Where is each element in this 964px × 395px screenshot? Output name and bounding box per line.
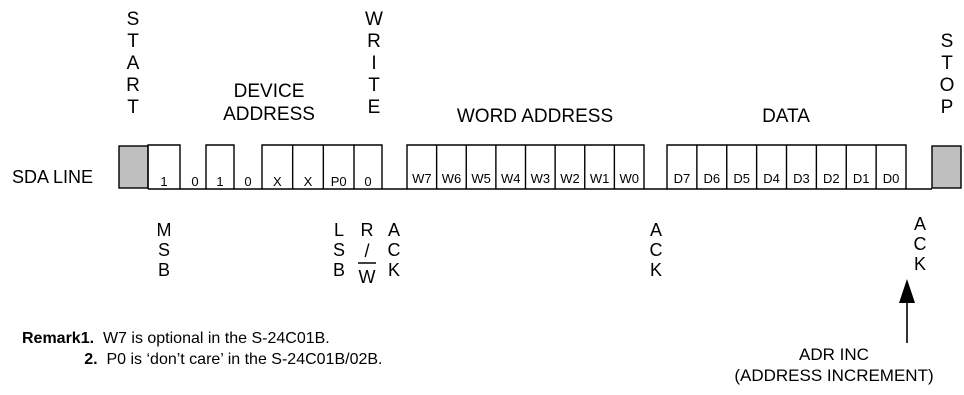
ack2-letter-0: A (650, 220, 662, 240)
data-bit-7: D0 (883, 171, 900, 186)
stop-condition-block (931, 145, 962, 189)
adr-inc-caption: ADR INC (ADDRESS INCREMENT) (706, 344, 962, 386)
device-bit-1: 0 (191, 174, 198, 189)
rw-label-w: W (359, 267, 376, 287)
write-letter-2: I (371, 53, 376, 74)
start-letter-4: T (127, 97, 139, 118)
ack3-letter-2: K (914, 254, 926, 274)
remark-1-label: Remark1. (22, 330, 95, 347)
data-bit-1: D6 (704, 171, 721, 186)
word-bit-7: W0 (619, 171, 639, 186)
device-bit-4: X (273, 174, 282, 189)
stop-letter-3: P (941, 97, 954, 118)
device-bit-6: P0 (331, 174, 347, 189)
start-letter-0: S (127, 9, 140, 30)
adr-inc-line1: ADR INC (799, 345, 869, 364)
word-bit-4: W3 (531, 171, 551, 186)
write-letter-3: T (368, 75, 380, 96)
diagram-labels: SDA LINE 1 0 1 0 X X P0 0 W7 W6 W5 W4 W3 W2 W1 W0 D7 D6 D5 D… (12, 9, 954, 287)
write-letter-4: E (368, 97, 381, 118)
remark-2-label: 2. (84, 351, 98, 368)
data-bit-6: D1 (853, 171, 870, 186)
word-bit-0: W7 (412, 171, 432, 186)
write-letter-0: W (365, 9, 383, 30)
device-bit-3: 0 (244, 174, 251, 189)
ack2-letter-2: K (650, 260, 662, 280)
sda-line-label: SDA LINE (12, 167, 93, 187)
lsb-letter-2: B (333, 260, 345, 280)
remark-1-text: W7 is optional in the S-24C01B. (102, 330, 330, 347)
device-address-title-line1: DEVICE (234, 81, 305, 102)
msb-letter-0: M (157, 220, 172, 240)
word-bit-1: W6 (442, 171, 462, 186)
ack1-letter-1: C (388, 240, 401, 260)
remarks: Remark1. W7 is optional in the S-24C01B.… (22, 328, 382, 370)
device-bit-5: X (304, 174, 313, 189)
start-letter-3: R (126, 75, 140, 96)
remark-2-text: P0 is ‘don’t care’ in the S-24C01B/02B. (106, 351, 383, 368)
ack2-letter-1: C (650, 240, 663, 260)
lsb-letter-0: L (334, 220, 344, 240)
data-bit-0: D7 (674, 171, 691, 186)
stop-letter-2: O (940, 75, 955, 96)
data-title: DATA (762, 106, 810, 127)
data-bit-5: D2 (823, 171, 840, 186)
msb-letter-2: B (158, 260, 170, 280)
data-bit-4: D3 (793, 171, 810, 186)
word-bit-6: W1 (590, 171, 610, 186)
write-letter-1: R (367, 31, 381, 52)
word-bit-5: W2 (560, 171, 580, 186)
ack1-letter-0: A (388, 220, 400, 240)
rw-label-slash: / (364, 241, 369, 261)
rw-bit-top (354, 144, 383, 189)
ack3-letter-0: A (914, 214, 926, 234)
data-bit-2: D5 (733, 171, 750, 186)
start-condition-block (118, 145, 149, 189)
data-bit-3: D4 (763, 171, 780, 186)
rw-label-r: R (361, 220, 374, 240)
rw-bit-value: 0 (364, 174, 371, 189)
adr-inc-arrow-icon (899, 279, 915, 303)
device-address-title-line2: ADDRESS (223, 104, 315, 125)
start-letter-2: A (127, 53, 140, 74)
ack1-letter-2: K (388, 260, 400, 280)
remark-1: Remark1. W7 is optional in the S-24C01B. (22, 328, 382, 349)
msb-letter-1: S (158, 240, 170, 260)
stop-letter-0: S (941, 31, 954, 52)
word-bit-2: W5 (471, 171, 491, 186)
device-bit-0: 1 (160, 174, 167, 189)
word-bit-3: W4 (501, 171, 521, 186)
lsb-letter-1: S (333, 240, 345, 260)
remark-2: 2. P0 is ‘don’t care’ in the S-24C01B/02… (22, 349, 382, 370)
start-letter-1: T (127, 31, 139, 52)
word-address-title: WORD ADDRESS (457, 106, 613, 127)
ack3-letter-1: C (914, 234, 927, 254)
sda-line-waveform-top (147, 144, 932, 190)
adr-inc-line2: (ADDRESS INCREMENT) (734, 366, 934, 385)
sda-waveform (118, 144, 962, 343)
stop-letter-1: T (941, 53, 953, 74)
device-bit-2: 1 (216, 174, 223, 189)
